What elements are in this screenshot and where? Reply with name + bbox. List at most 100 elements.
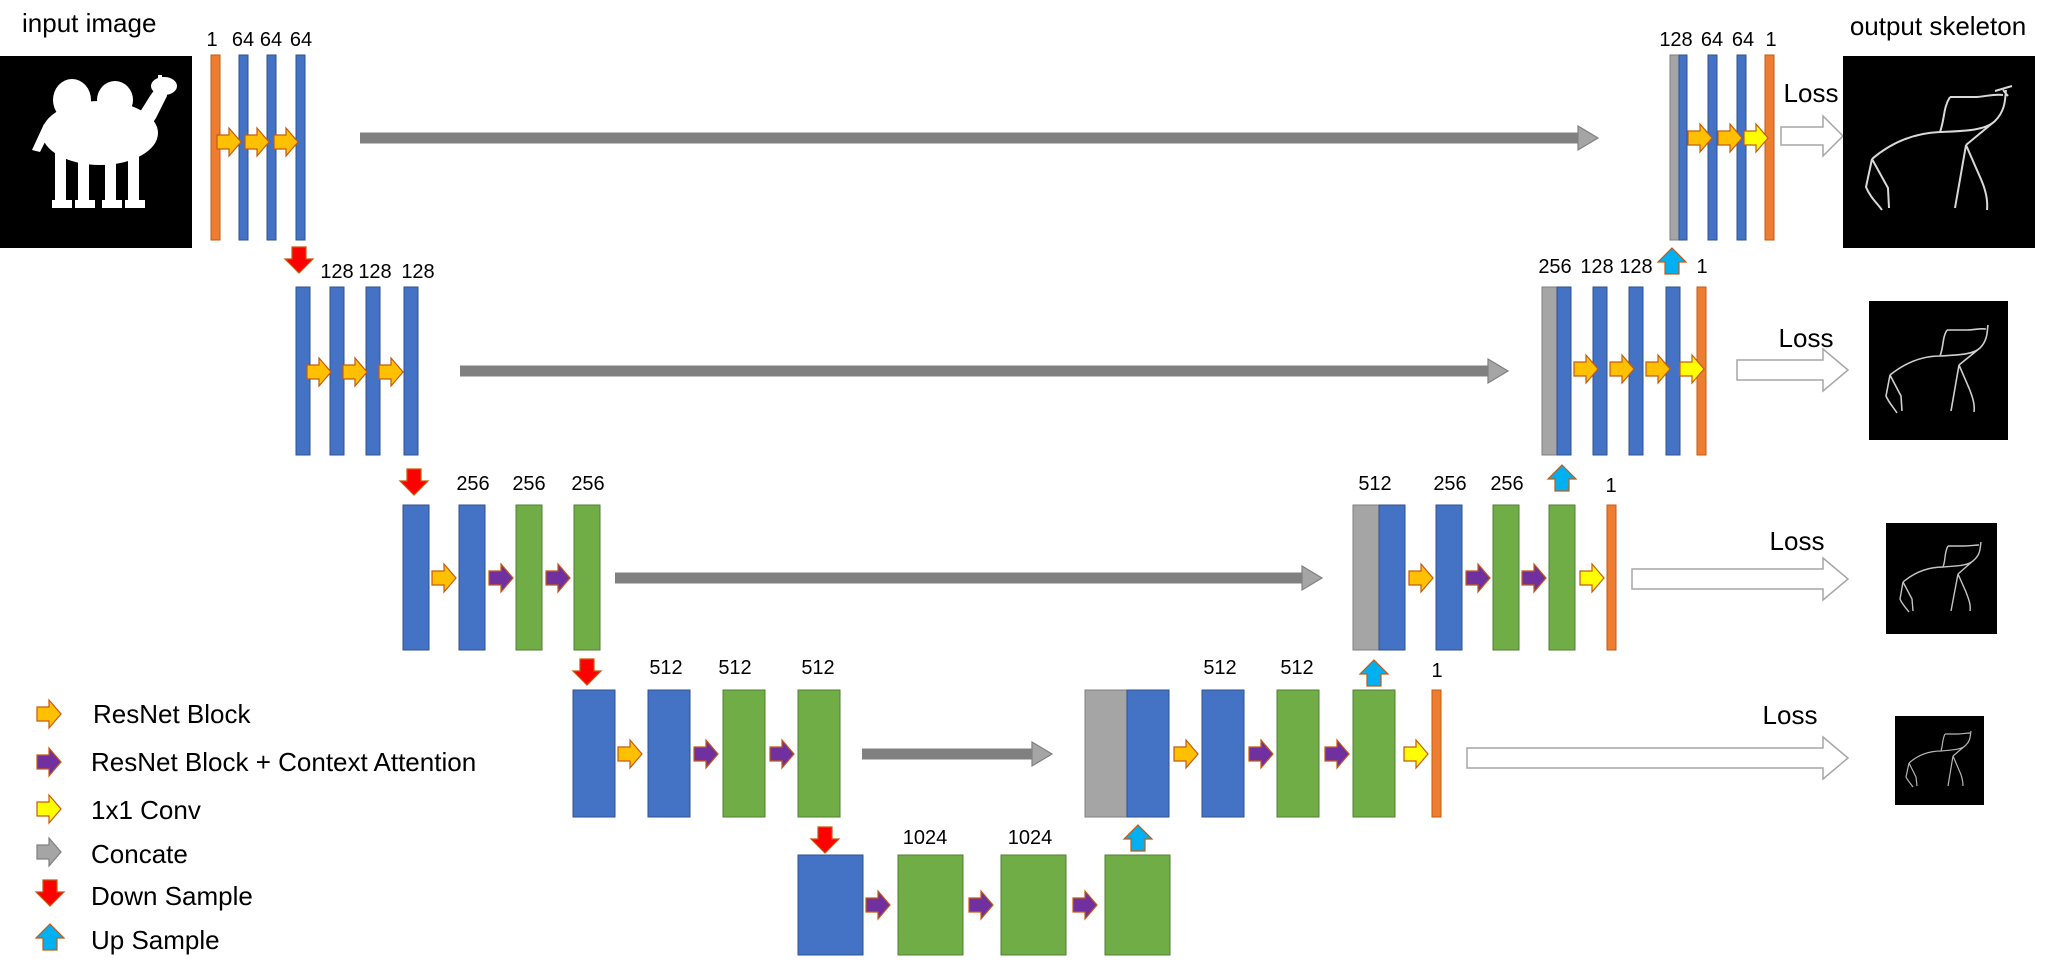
- attention-arrow-icon: [1248, 739, 1274, 769]
- conv-1x1-arrow-icon: [1403, 739, 1429, 769]
- concat-block: [1084, 689, 1128, 818]
- enc3-label-0: 256: [456, 473, 489, 495]
- attention-block: [1000, 854, 1067, 956]
- feature-map-bar: [365, 286, 381, 456]
- skeleton-lines: [1899, 541, 1982, 613]
- enc2-label-1: 128: [358, 261, 391, 283]
- feature-map-block: [402, 504, 430, 651]
- up-sample-legend-icon: [35, 923, 65, 951]
- legend-label-4: Down Sample: [91, 881, 253, 911]
- concat-block: [1669, 54, 1680, 241]
- down-sample-arrow-icon: [399, 468, 429, 496]
- attention-arrow-icon: [545, 563, 571, 593]
- enc1-label-3: 64: [290, 29, 312, 51]
- dec3-label-1: 256: [1433, 473, 1466, 495]
- dec3-label-2: 256: [1490, 473, 1523, 495]
- enc4-label-2: 512: [801, 657, 834, 679]
- attention-block: [1548, 504, 1576, 651]
- loss-arrow-icon: [1736, 347, 1850, 393]
- skeleton-lines: [1885, 324, 1989, 414]
- conv-1x1-legend-icon: [36, 794, 62, 824]
- loss-arrow-icon: [1466, 735, 1850, 781]
- encoder-level-1: 1 64 64 64: [206, 29, 312, 241]
- dec1-label-3: 1: [1765, 29, 1776, 51]
- output-channel-bar: [1431, 689, 1442, 818]
- encoder-level-3: 256 256 256: [402, 473, 605, 651]
- output-skeleton-title: output skeleton: [1850, 11, 2026, 41]
- legend-label-0: ResNet Block: [93, 699, 251, 729]
- resnet-block-legend-icon: [36, 699, 62, 729]
- feature-map-bar: [1707, 54, 1718, 241]
- output-skeleton-3: [1886, 523, 1997, 634]
- feature-map-block: [647, 689, 691, 818]
- attention-block: [1276, 689, 1320, 818]
- concat-arrow-icon: [1577, 124, 1600, 152]
- decoder-level-4: 512 512 1: [1084, 657, 1443, 818]
- dec1-label-2: 64: [1732, 29, 1754, 51]
- attention-arrow-icon: [769, 739, 795, 769]
- encoder-level-2: 128 128 128: [295, 261, 435, 456]
- dec2-label-1: 128: [1580, 256, 1613, 278]
- legend: ResNet Block ResNet Block + Context Atte…: [35, 699, 476, 955]
- legend-label-2: 1x1 Conv: [91, 795, 201, 825]
- camel-silhouette: [32, 75, 177, 208]
- dec4-label-0: 512: [1203, 657, 1236, 679]
- dec3-label-0: 512: [1358, 473, 1391, 495]
- decoder-level-1: 128 64 64 1: [1659, 29, 1777, 241]
- feature-map-block: [1435, 504, 1463, 651]
- attention-arrow-icon: [865, 890, 891, 920]
- dec1-label-1: 64: [1701, 29, 1723, 51]
- loss-label-1: Loss: [1784, 78, 1839, 108]
- loss-arrow-icon: [1631, 556, 1850, 602]
- up-sample-arrow-icon: [1547, 464, 1577, 492]
- up-sample-arrow-icon: [1123, 824, 1153, 852]
- output-channel-bar: [1606, 504, 1617, 651]
- decoder-level-2: 256 128 128 1: [1538, 256, 1708, 456]
- concat-arrow-icon: [1031, 740, 1054, 768]
- conv-1x1-arrow-icon: [1743, 123, 1769, 153]
- enc1-label-0: 1: [206, 29, 217, 51]
- legend-label-3: Concate: [91, 839, 188, 869]
- bottleneck-label-0: 1024: [903, 827, 948, 849]
- resnet-block-arrow-icon: [617, 739, 643, 769]
- loss-label-4: Loss: [1763, 700, 1818, 730]
- attention-arrow-icon: [488, 563, 514, 593]
- decoder-level-3: 512 256 256 1: [1352, 473, 1617, 651]
- resnet-block-arrow-icon: [342, 357, 368, 387]
- attention-arrow-icon: [1521, 563, 1547, 593]
- attention-block: [1492, 504, 1520, 651]
- concat-block: [1541, 286, 1558, 456]
- resnet-block-arrow-icon: [431, 563, 457, 593]
- enc2-label-2: 128: [401, 261, 434, 283]
- bottleneck-label-1: 1024: [1008, 827, 1053, 849]
- feature-map-block: [572, 689, 616, 818]
- attention-block: [1352, 689, 1396, 818]
- dec4-label-2: 1: [1431, 660, 1442, 682]
- legend-label-5: Up Sample: [91, 925, 220, 955]
- feature-map-block: [1201, 689, 1245, 818]
- concat-block: [1352, 504, 1380, 651]
- resnet-block-arrow-icon: [1408, 563, 1434, 593]
- input-image-title: input image: [22, 8, 156, 38]
- dec1-label-0: 128: [1659, 29, 1692, 51]
- conv-1x1-arrow-icon: [1579, 563, 1605, 593]
- resnet-block-arrow-icon: [306, 357, 332, 387]
- resnet-block-arrow-icon: [216, 127, 242, 157]
- down-sample-arrow-icon: [810, 826, 840, 854]
- up-sample-arrow-icon: [1657, 247, 1687, 275]
- attention-arrow-icon: [1465, 563, 1491, 593]
- down-sample-arrow-icon: [572, 658, 602, 686]
- output-skeleton-1: [1843, 56, 2035, 248]
- output-skeleton-4: [1895, 716, 1984, 805]
- attention-block: [797, 689, 841, 818]
- legend-label-1: ResNet Block + Context Attention: [91, 747, 476, 777]
- attention-block: [1104, 854, 1171, 956]
- loss-label-3: Loss: [1770, 526, 1825, 556]
- attention-block: [722, 689, 766, 818]
- up-sample-arrow-icon: [1359, 659, 1389, 687]
- feature-map-block: [797, 854, 864, 956]
- feature-map-bar: [329, 286, 345, 456]
- concat-legend-icon: [36, 837, 62, 867]
- concat-arrow-icon: [1301, 564, 1324, 592]
- attention-arrow-icon: [693, 739, 719, 769]
